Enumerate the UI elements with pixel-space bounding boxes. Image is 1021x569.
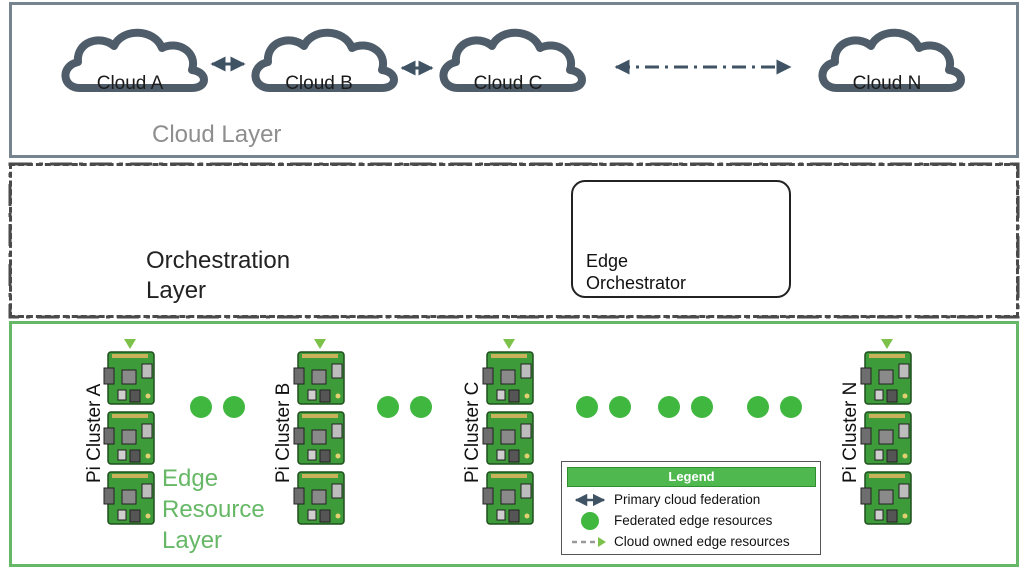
dot bbox=[190, 396, 212, 418]
orchestration-border bbox=[8, 162, 1020, 319]
orchestration-title-line2: Layer bbox=[146, 277, 207, 304]
legend-item-federated: Federated edge resources bbox=[614, 513, 773, 528]
cloud-b-label: Cloud B bbox=[285, 73, 353, 94]
dot bbox=[658, 396, 680, 418]
edge-resource-layer-title: Edge Resource Layer bbox=[162, 463, 265, 556]
dot bbox=[410, 396, 432, 418]
edge-resource-layer-box bbox=[9, 321, 1019, 567]
dot bbox=[691, 396, 713, 418]
pi-cluster-a-boards bbox=[103, 351, 155, 525]
arrow-head-b bbox=[314, 339, 326, 349]
edge-orchestrator-label: Edge Orchestrator bbox=[586, 250, 686, 294]
legend-item-federation: Primary cloud federation bbox=[614, 492, 761, 507]
pi-cluster-a-label: Pi Cluster A bbox=[84, 383, 105, 483]
legend-title: Legend bbox=[567, 467, 816, 487]
arrow-head-n bbox=[881, 339, 893, 349]
pi-cluster-b-label: Pi Cluster B bbox=[273, 382, 294, 483]
dot bbox=[576, 396, 598, 418]
edge-title-line1: Edge bbox=[162, 465, 219, 492]
legend-dot-icon bbox=[581, 512, 599, 530]
cloud-c-label: Cloud C bbox=[473, 73, 543, 94]
dot bbox=[609, 396, 631, 418]
legend-owned-arrowhead bbox=[598, 537, 606, 547]
cloud-a-label: Cloud A bbox=[96, 73, 164, 94]
orchestrator-line1: Edge bbox=[586, 251, 629, 271]
orchestration-layer-title: Orchestration Layer bbox=[146, 246, 290, 306]
pi-cluster-n-label: Pi Cluster N bbox=[840, 381, 861, 483]
orchestrator-line2: Orchestrator bbox=[586, 273, 687, 293]
arrow-head-a bbox=[124, 339, 136, 349]
cloud-owned-links bbox=[124, 108, 893, 349]
legend-symbols bbox=[572, 493, 606, 547]
edge-title-line2: Resource bbox=[162, 496, 265, 523]
edge-orchestrator-box bbox=[571, 180, 791, 298]
orchestration-title-line1: Orchestration bbox=[146, 247, 291, 274]
dot bbox=[747, 396, 769, 418]
arrow-head-c bbox=[503, 339, 515, 349]
pi-cluster-c-boards bbox=[482, 351, 534, 525]
pi-cluster-n-boards bbox=[860, 351, 912, 525]
cloud-n-label: Cloud N bbox=[852, 73, 922, 94]
pi-cluster-c-label: Pi Cluster C bbox=[462, 381, 483, 483]
dot bbox=[780, 396, 802, 418]
pi-cluster-b-boards bbox=[293, 351, 345, 525]
dot bbox=[377, 396, 399, 418]
cloud-layer-title: Cloud Layer bbox=[152, 121, 282, 148]
legend: Legend Primary cloud federation Federate… bbox=[561, 461, 821, 555]
edge-title-line3: Layer bbox=[162, 527, 223, 554]
federated-edge-dots bbox=[190, 396, 802, 418]
legend-item-owned: Cloud owned edge resources bbox=[614, 534, 790, 549]
dot bbox=[223, 396, 245, 418]
cloud-layer-box bbox=[9, 2, 1019, 158]
